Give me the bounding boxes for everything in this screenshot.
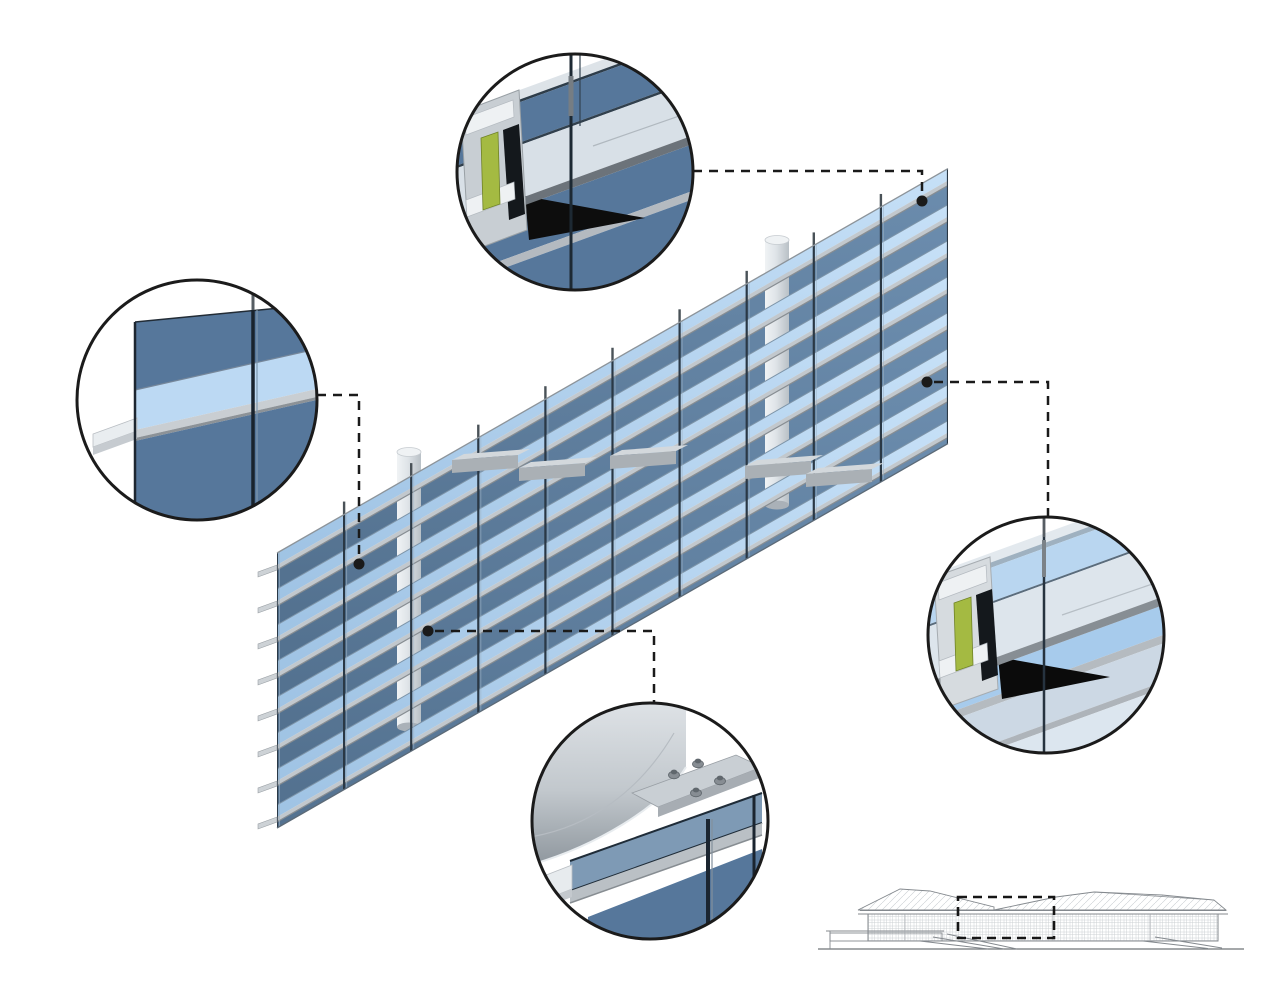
detail-shape [93, 431, 137, 455]
box-louver-top [745, 455, 823, 466]
detail-shape [480, 131, 501, 211]
column-cap [396, 447, 422, 457]
leader-bottom-column-bracket-dot [422, 625, 434, 637]
detail-shape [592, 99, 692, 147]
ledge-tip [257, 708, 278, 722]
detail-shape [716, 775, 724, 781]
detail-shape [953, 596, 974, 672]
box-louver-top [452, 449, 530, 460]
callout-louver-section-right [926, 515, 1166, 755]
elevation-line [867, 913, 1219, 942]
detail-shape [937, 564, 988, 601]
elevation-line [857, 888, 995, 911]
detail-shape [135, 348, 316, 430]
leader-right-louver-section-dot [921, 376, 933, 388]
ledge-tip [257, 744, 278, 758]
callout-column-bracket-bottom [530, 701, 770, 941]
detail-shape [135, 396, 316, 441]
detail-shape [570, 823, 762, 903]
location-marker-box [956, 895, 1056, 940]
leader-top-louver-section-dot [916, 195, 928, 207]
detail-shape [570, 793, 762, 891]
detail-shape [1061, 568, 1163, 616]
leader-left-glass-louver-dot [353, 558, 365, 570]
ledge-tip [257, 636, 278, 650]
detail-shape [533, 704, 686, 865]
box-louver-face [745, 461, 811, 479]
detail-shape [998, 657, 1110, 699]
box-louver-top [610, 445, 688, 456]
detail-shape [694, 758, 702, 764]
callout-ring [75, 278, 319, 522]
elevation-line [932, 936, 1005, 950]
detail-shape [458, 127, 692, 285]
elevation-line [1154, 936, 1223, 949]
building-elevation [818, 888, 1244, 950]
elevation-line [993, 891, 1228, 911]
facade-axonometric [257, 167, 949, 830]
elevation-line [1142, 940, 1209, 949]
detail-shape [929, 621, 1163, 752]
leader-top-louver-section [693, 169, 924, 195]
leader-bottom-column-bracket [435, 629, 656, 702]
elevation-line [946, 933, 1018, 950]
leader-left-glass-louver [317, 393, 361, 557]
detail-shape [569, 834, 763, 904]
column-cap [764, 235, 790, 245]
detail-shape [569, 792, 763, 862]
leader-lines [317, 169, 1050, 702]
detail-shape [134, 347, 316, 391]
detail-shape [658, 767, 762, 817]
callout-louver-section-right-content [929, 518, 1163, 752]
ledge-tip [257, 672, 278, 686]
box-louver-face [610, 451, 676, 469]
ledge-tip [257, 780, 278, 794]
box-louver-face [452, 455, 518, 473]
callout-ring [455, 52, 695, 292]
callout-glass-louver-left [75, 278, 319, 522]
box-louver-top [519, 457, 597, 468]
ledge-tip [257, 816, 278, 830]
facade-mullions [277, 168, 948, 829]
detail-shape [525, 196, 645, 240]
elevation-line [919, 940, 989, 950]
elevation-line [1093, 891, 1215, 901]
ledge-tip [257, 600, 278, 614]
box-louver-face [806, 469, 872, 487]
leader-right-louver-section [934, 380, 1050, 516]
detail-shape [533, 732, 675, 838]
callout-column-bracket-bottom-content [533, 704, 764, 938]
callout-ring [530, 701, 770, 941]
detail-shape [692, 787, 700, 793]
facade-bottom-edge [276, 442, 949, 829]
callout-ring [926, 515, 1166, 755]
building-elevation-key-plan [818, 888, 1244, 950]
detail-shape [458, 168, 692, 289]
detail-shape [458, 175, 692, 289]
ledge-tip [257, 564, 278, 578]
box-louver-face [519, 463, 585, 481]
detail-shape [670, 769, 678, 775]
detail-shape [135, 304, 316, 390]
facade-top-edge [276, 167, 949, 554]
detail-shape [135, 388, 316, 438]
box-louver-top [806, 463, 884, 474]
